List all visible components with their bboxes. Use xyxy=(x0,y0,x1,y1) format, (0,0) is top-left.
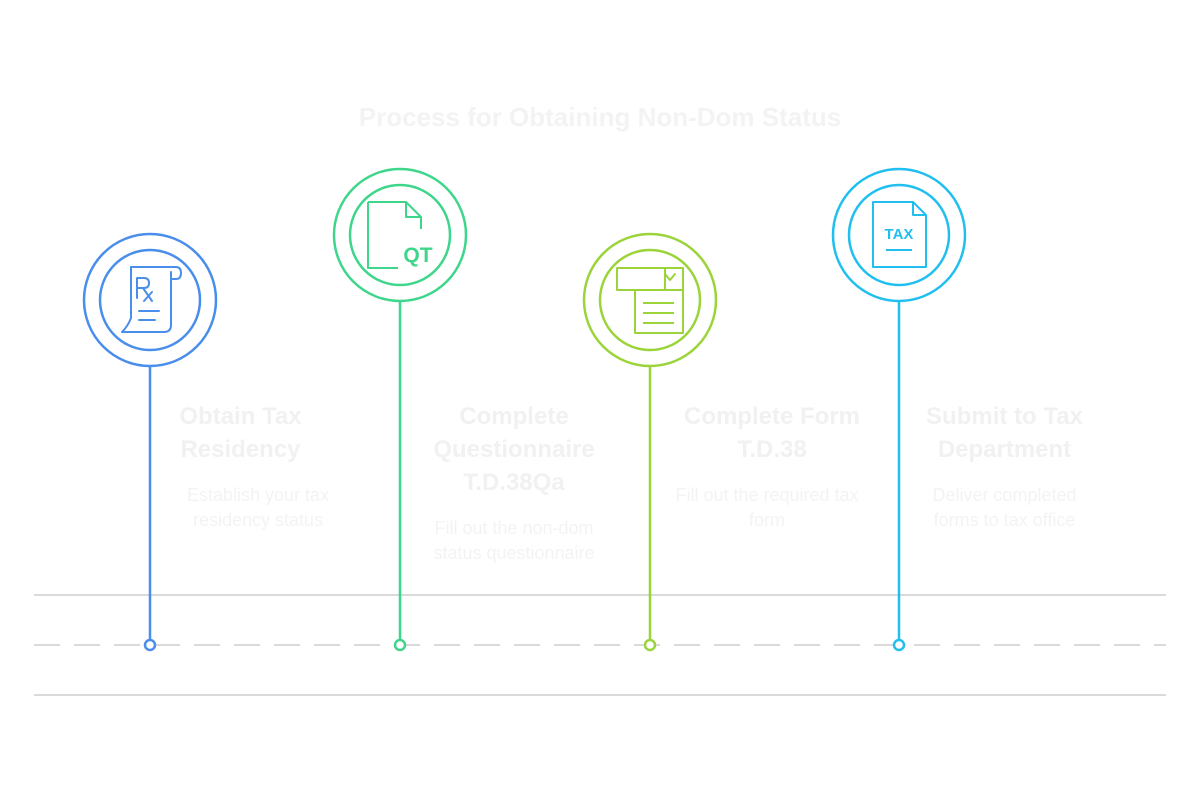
step-2-marker: QT xyxy=(332,167,468,652)
diagram-title: Process for Obtaining Non-Dom Status xyxy=(358,102,842,132)
step-2-title: Complete Questionnaire T.D.38Qa xyxy=(433,403,595,496)
tax-icon-text: TAX xyxy=(885,226,914,243)
step-2-description: Fill out the non-dom status questionnair… xyxy=(433,518,595,563)
step-1-timeline-dot xyxy=(143,638,157,652)
step-1-description: Establish your tax residency status xyxy=(186,485,330,530)
prescription-icon xyxy=(121,266,182,333)
step-3-marker xyxy=(582,232,718,652)
questionnaire-document-icon xyxy=(367,201,422,269)
step-4-marker: TAX xyxy=(831,167,967,652)
step-2-outer-ring xyxy=(332,167,468,303)
step-2-inner-ring xyxy=(348,183,452,287)
step-1-marker xyxy=(82,232,218,652)
step-3-inner-ring xyxy=(598,248,702,352)
step-3-title: Complete Form T.D.38 xyxy=(683,403,860,463)
step-3-timeline-dot xyxy=(643,638,657,652)
questionnaire-icon-text: QT xyxy=(403,244,432,267)
tax-document-icon xyxy=(872,201,927,268)
step-4-description: Deliver completed forms to tax office xyxy=(932,485,1077,530)
step-3-description: Fill out the required tax form xyxy=(675,485,859,530)
form-document-icon xyxy=(616,267,684,334)
step-4-outer-ring xyxy=(831,167,967,303)
step-3-outer-ring xyxy=(582,232,718,368)
step-4-inner-ring xyxy=(847,183,951,287)
step-1-inner-ring xyxy=(98,248,202,352)
step-1-title: Obtain Tax Residency xyxy=(179,403,302,463)
step-4-title: Submit to Tax Department xyxy=(926,403,1083,463)
step-4-timeline-dot xyxy=(892,638,906,652)
step-2-timeline-dot xyxy=(393,638,407,652)
step-1-outer-ring xyxy=(82,232,218,368)
